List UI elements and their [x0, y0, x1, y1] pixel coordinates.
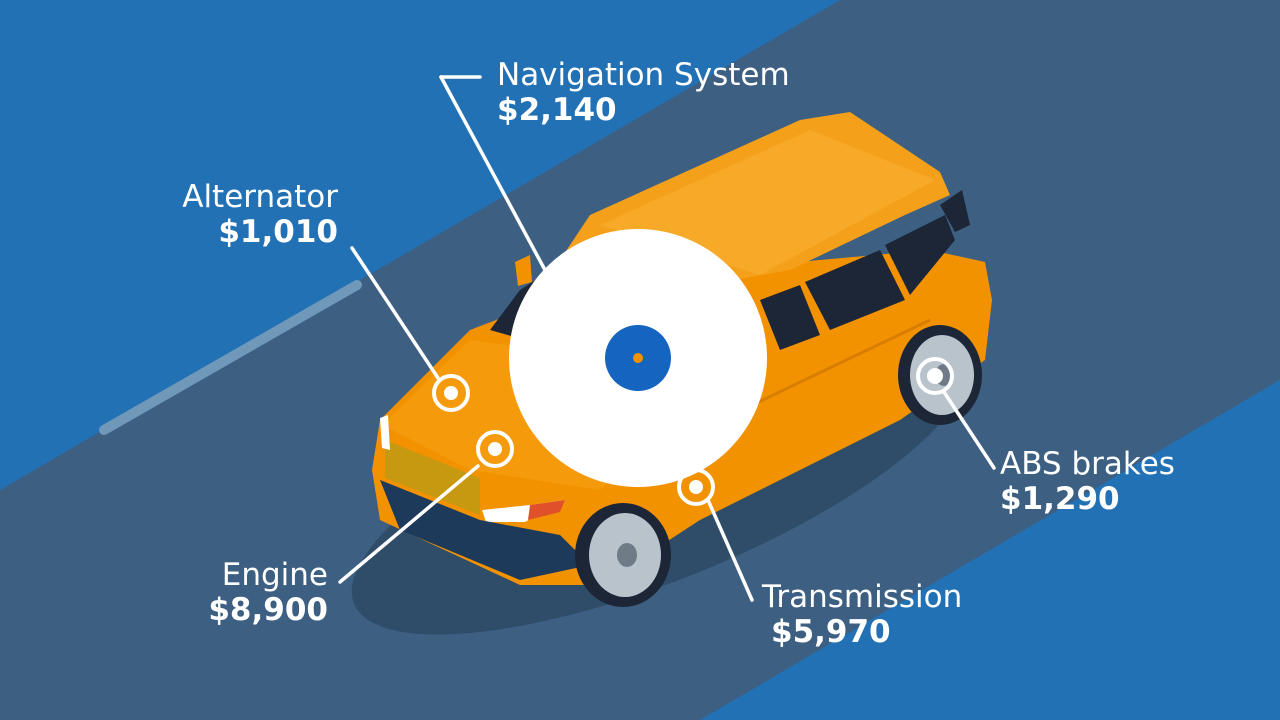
callout-name: Alternator: [182, 179, 338, 215]
callout-alternator: Alternator $1,010: [150, 180, 338, 249]
callout-price: $1,010: [218, 213, 338, 250]
callout-engine: Engine $8,900: [200, 558, 328, 627]
marker-abs: [916, 357, 954, 395]
side-window: [805, 250, 905, 330]
callout-price: $5,970: [771, 613, 891, 650]
rear-window: [940, 190, 970, 232]
side-window: [885, 215, 955, 295]
callout-name: Engine: [221, 557, 328, 593]
marker-alternator: [432, 374, 470, 412]
callout-transmission: Transmission $5,970: [762, 580, 962, 649]
callout-name: ABS brakes: [1000, 446, 1175, 482]
callout-price: $1,290: [1000, 480, 1120, 517]
guardrail: [99, 280, 362, 435]
side-mirror: [515, 255, 532, 286]
callout-name: Transmission: [762, 579, 963, 615]
play-button-icon[interactable]: [509, 229, 767, 487]
callout-price: $8,900: [208, 591, 328, 628]
callout-name: Navigation System: [497, 57, 790, 93]
marker-engine: [476, 430, 514, 468]
callout-abs-brakes: ABS brakes $1,290: [1000, 447, 1175, 516]
callout-price: $2,140: [497, 91, 617, 128]
grille: [385, 440, 480, 515]
callout-navigation-system: Navigation System $2,140: [497, 58, 790, 127]
side-window: [760, 285, 820, 350]
front-wheel: [575, 503, 671, 607]
